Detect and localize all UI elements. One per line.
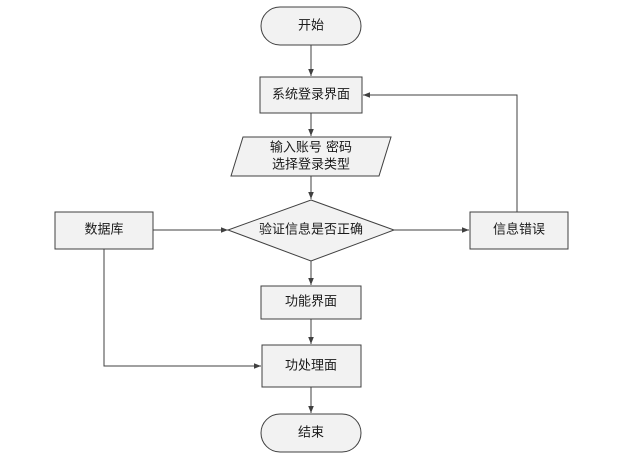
- error-label: 信息错误: [493, 222, 545, 238]
- start-label: 开始: [298, 19, 324, 34]
- login-screen-box: 系统登录界面: [259, 76, 363, 114]
- process-screen-box: 功处理面: [261, 344, 362, 388]
- input-label-line1: 输入账号 密码: [270, 140, 352, 156]
- login-screen-label: 系统登录界面: [272, 88, 350, 103]
- edge-database-to-process: [103, 249, 261, 369]
- connectors: [103, 45, 518, 413]
- input-label-line2: 选择登录类型: [272, 158, 350, 173]
- error-box: 信息错误: [469, 211, 569, 250]
- validate-label: 验证信息是否正确: [259, 222, 363, 238]
- database-label: 数据库: [84, 222, 123, 238]
- end-label: 结束: [298, 426, 324, 441]
- start-terminal: 开始: [260, 6, 362, 46]
- database-box: 数据库: [54, 211, 154, 250]
- process-screen-label: 功处理面: [285, 359, 337, 374]
- edge-error-back-to-login: [363, 92, 518, 212]
- function-screen-box: 功能界面: [260, 285, 362, 320]
- end-terminal: 结束: [260, 413, 362, 453]
- validate-decision: 验证信息是否正确: [226, 199, 396, 262]
- input-parallelogram: 输入账号 密码 选择登录类型: [230, 136, 392, 177]
- function-screen-label: 功能界面: [285, 295, 337, 310]
